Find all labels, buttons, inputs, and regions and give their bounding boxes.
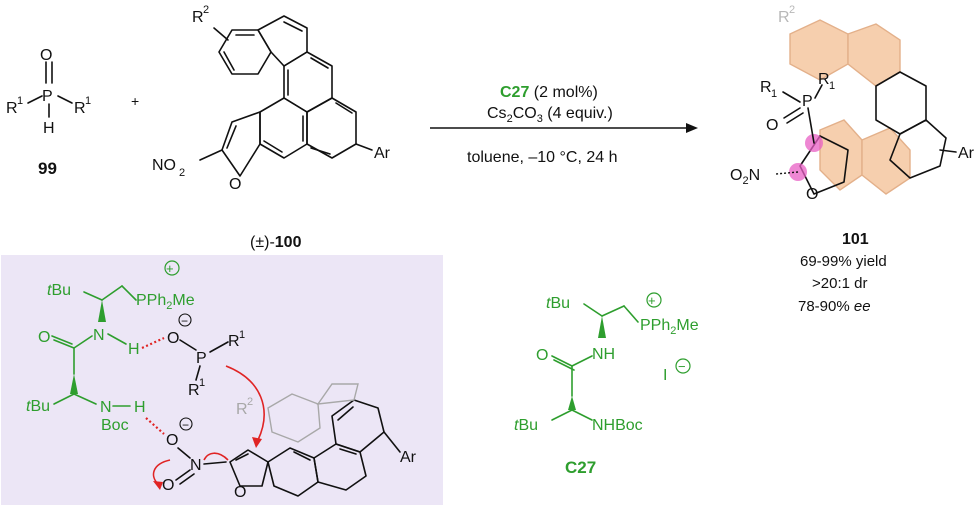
ts-r2: R bbox=[236, 401, 248, 418]
ts-pph2me: PPh2Me bbox=[136, 292, 195, 312]
ts-furan-o: O bbox=[234, 484, 246, 501]
ts-nitro-o: O bbox=[162, 477, 174, 494]
c99-r1-left: R bbox=[6, 100, 18, 117]
ts-r2-sup: 2 bbox=[247, 396, 253, 408]
ts-phosphorus: P bbox=[196, 350, 207, 367]
ts-n-top: N bbox=[93, 327, 105, 344]
ts-carbonyl-o: O bbox=[38, 329, 50, 346]
c27-iodide: I bbox=[663, 367, 667, 384]
ts-tbu-bottom: tBu bbox=[26, 398, 50, 415]
c101-r1-right-sub: 1 bbox=[829, 80, 835, 92]
catalyst-c27: tBu + PPh2Me NH I − O tBu NHBoc C27 bbox=[514, 292, 699, 477]
c101-furan-o: O bbox=[806, 186, 818, 203]
c101-r1-left-sub: 1 bbox=[771, 88, 777, 100]
c27-tbu-top: tBu bbox=[546, 295, 570, 312]
c101-r2-sup: 2 bbox=[789, 4, 795, 16]
c99-r1-right: R bbox=[74, 100, 86, 117]
conditions-catalyst-line: C27 (2 mol%) bbox=[500, 84, 598, 101]
c99-r1-right-sup: 1 bbox=[85, 95, 91, 107]
ts-o-minus-bottom: O bbox=[166, 432, 178, 449]
ts-r1-top: R bbox=[228, 333, 240, 350]
c99-r1-left-sup: 1 bbox=[17, 95, 23, 107]
ts-minus-bottom: − bbox=[182, 418, 189, 432]
ts-nitro-n: N bbox=[190, 457, 202, 474]
ts-h-bottom: H bbox=[134, 399, 146, 416]
c101-ar: Ar bbox=[958, 145, 975, 162]
c99-oxygen: O bbox=[40, 47, 52, 64]
ts-r1-bottom: R bbox=[188, 382, 200, 399]
c101-yield: 69-99% yield bbox=[800, 253, 887, 270]
ts-model: tBu + PPh2Me N H O tBu N H Boc O − P R bbox=[1, 255, 443, 505]
ts-n-bottom: N bbox=[100, 399, 112, 416]
conditions-solvent-line: toluene, –10 °C, 24 h bbox=[467, 149, 618, 166]
c27-carbonyl-o: O bbox=[536, 347, 548, 364]
ts-r1-bottom-sup: 1 bbox=[199, 377, 205, 389]
c101-r1-left: R bbox=[760, 79, 772, 96]
conditions-base-line: Cs2CO3 (4 equiv.) bbox=[487, 105, 613, 125]
c100-no2-sub: 2 bbox=[179, 167, 185, 179]
c100-r2-sup: 2 bbox=[203, 4, 209, 16]
c100-no2: NO bbox=[152, 157, 176, 174]
c27-nhboc: NHBoc bbox=[592, 417, 643, 434]
c27-tbu-bottom: tBu bbox=[514, 417, 538, 434]
c101-p-oxygen: O bbox=[766, 117, 778, 134]
c101-label: 101 bbox=[842, 231, 869, 248]
c100-furan-o: O bbox=[229, 176, 241, 193]
c100-label-prefix: (±)-100 bbox=[250, 234, 302, 251]
c27-label: C27 bbox=[565, 458, 596, 477]
ts-o-minus-top: O bbox=[167, 330, 179, 347]
ts-minus-top: − bbox=[181, 314, 188, 328]
c101-ee: 78-90% ee bbox=[798, 298, 871, 315]
ts-boc: Boc bbox=[101, 417, 129, 434]
product-101: Ar O P R 1 R 1 O O2N R 2 101 69-99% yiel… bbox=[730, 4, 975, 315]
plus-sign: + bbox=[131, 93, 139, 109]
c101-dr: >20:1 dr bbox=[812, 275, 867, 292]
c99-hydrogen: H bbox=[43, 120, 55, 137]
ts-r1-top-sup: 1 bbox=[239, 329, 245, 341]
ts-plus: + bbox=[166, 261, 174, 276]
ts-tbu-top: tBu bbox=[47, 282, 71, 299]
c27-pph2me: PPh2Me bbox=[640, 317, 699, 337]
ts-ar: Ar bbox=[400, 449, 417, 466]
c101-phosphorus: P bbox=[802, 93, 813, 110]
c100-r2: R bbox=[192, 9, 204, 26]
c27-minus: − bbox=[678, 359, 686, 374]
c99-phosphorus: P bbox=[42, 88, 53, 105]
c27-nh: NH bbox=[592, 346, 615, 363]
c101-r2: R bbox=[778, 9, 790, 26]
c100-ar: Ar bbox=[374, 145, 391, 162]
c27-plus: + bbox=[648, 293, 656, 308]
compound-99: O P R 1 R 1 H 99 bbox=[6, 47, 91, 178]
compound-100: Ar O NO 2 R 2 (±)-100 bbox=[152, 4, 391, 251]
c101-r1-right: R bbox=[818, 71, 830, 88]
c99-label: 99 bbox=[38, 159, 57, 178]
reaction-arrow: C27 (2 mol%) Cs2CO3 (4 equiv.) toluene, … bbox=[430, 84, 698, 166]
c101-no2: O2N bbox=[730, 167, 760, 187]
ts-h-top: H bbox=[128, 341, 140, 358]
